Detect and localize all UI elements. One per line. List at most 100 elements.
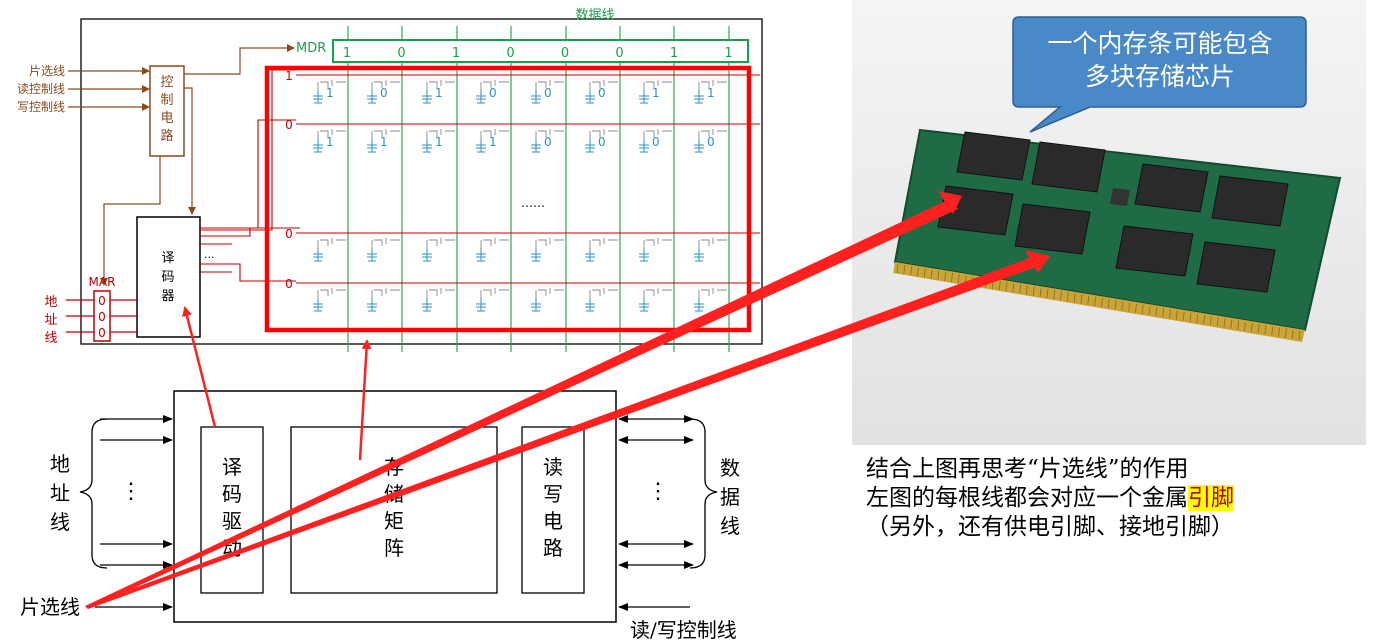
storage-cell [476,288,509,312]
data-label-char-1: 数 [720,456,740,480]
storage-cell: 0 [585,80,618,104]
decoder-char-2: 码 [161,270,174,285]
control-to-mdr-line [184,44,295,75]
data-arrows [618,415,694,569]
cell-bit: 0 [489,86,497,100]
arrow-head-1 [938,191,962,214]
contact-pin [1012,283,1015,293]
rw-control-label: 读/写控制线 [630,618,737,642]
storage-cell: 1 [476,129,509,153]
storage-cell [422,288,455,312]
mdr-bit: 1 [452,46,460,61]
caption-line-2: 左图的每根线都会对应一个金属引脚 [866,484,1376,513]
storage-cell [694,288,727,312]
callout-bubble [1012,16,1307,133]
contact-pin [1148,305,1151,316]
contact-pin [1060,291,1062,301]
cell-bit: 1 [380,135,388,149]
cell-bit: 1 [489,135,497,149]
cell-bit: 1 [435,135,443,149]
storage-cell: 1 [422,80,455,104]
mdr-bit: 0 [397,46,405,61]
contact-pin [917,267,919,277]
mdr-label: MDR [296,41,326,56]
contact-pin [1291,329,1294,339]
contact-pin [1284,328,1287,338]
mdr-bit: 1 [343,46,351,61]
storage-cell [585,238,618,262]
storage-cell [531,288,564,312]
cell-bit: 0 [544,135,552,149]
contact-pin [1107,299,1110,309]
control-line-chip-select: 片选线 [29,64,65,78]
mar-bit-2: 0 [98,310,106,324]
arrow-head-2 [1025,250,1050,273]
control-line-read: 读控制线 [17,82,65,96]
decoder-char-1: 译 [161,251,174,266]
rw-circuit-char-4: 路 [543,536,563,560]
contact-pin [1121,301,1124,311]
contact-pin [944,271,947,281]
storage-cell: 0 [367,80,400,104]
contact-pin [937,270,940,280]
mdr-bit: 0 [506,46,514,61]
word-line-value: 0 [285,277,293,291]
cell-bit: 0 [380,86,388,100]
mdr-bit: 0 [615,46,623,61]
contact-pin [1257,324,1260,334]
contact-pin [1237,320,1240,330]
spd-chip [1110,188,1130,206]
data-lines-title: 数据线 [575,8,614,23]
contact-pin [1087,295,1090,305]
contact-pin [1155,307,1158,317]
callout-text: 一个内存条可能包含 多块存储芯片 [1012,27,1308,93]
mar-bit-1: 0 [98,294,106,308]
memory-chip [1134,163,1209,213]
contact-pin [1250,323,1253,333]
control-lines: 片选线 读控制线 写控制线 [17,64,150,114]
gold-contacts [893,262,1305,342]
contact-pin [1264,325,1267,335]
rw-circuit-char-2: 写 [543,482,563,506]
word-line-value: 1 [285,69,293,83]
cell-bit: 1 [326,86,334,100]
storage-matrix-char-3: 矩 [384,509,404,533]
contact-pin [1271,326,1274,336]
contact-pin [910,266,913,276]
contact-pin [1203,315,1206,325]
address-ellipsis: ⋮ [120,479,142,504]
contact-pin [1223,318,1226,328]
address-lines-char-3: 线 [44,331,57,346]
address-label-char-2: 址 [50,481,70,505]
bit-lines [347,26,730,352]
rw-circuit-block [521,426,585,594]
memory-chip [1196,241,1276,293]
contact-pin [1094,296,1096,306]
data-brace [689,418,718,569]
contact-pin [957,274,960,284]
storage-cell [639,238,672,262]
pointer-arrows [85,191,1050,609]
arrow-chip-select-1 [85,199,958,609]
caption-line-1: 结合上图再思考“片选线”的作用 [866,456,1189,482]
memory-chip [956,131,1031,181]
decoder-driver-block [200,426,264,594]
word-line-value: 0 [285,227,293,241]
contact-pin [1026,285,1028,295]
control-circuit-char-2: 制 [160,93,173,108]
control-to-decoder-line [184,87,196,215]
decoder [136,216,201,338]
memory-chips [937,131,1289,293]
storage-cell: 0 [585,129,618,153]
contact-pin [1080,294,1083,304]
contact-pin [1066,292,1069,302]
cell-bit: 0 [707,135,715,149]
contact-pin [1032,286,1035,296]
mdr-bit: 1 [670,46,678,61]
rows-ellipsis: …… [521,196,545,210]
storage-cell: 0 [531,80,564,104]
word-line-value: 0 [285,118,293,132]
